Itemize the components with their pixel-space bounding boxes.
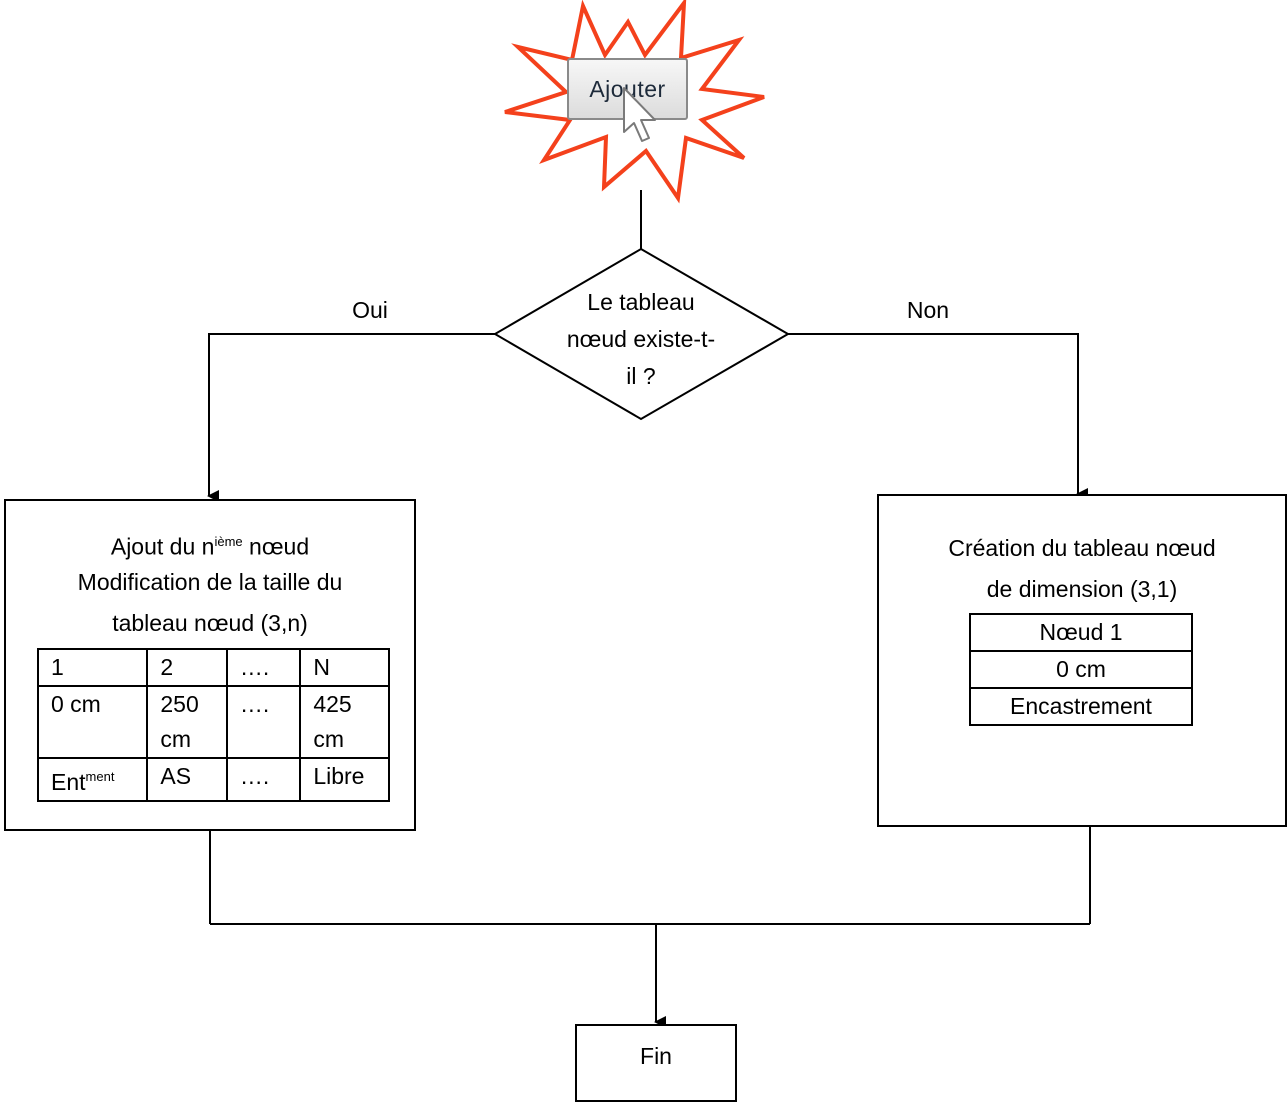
table-cell: 0 cm — [969, 650, 1193, 689]
table-cell: 0 cm — [36, 685, 149, 759]
decision-text: Le tableau nœud existe-t- il ? — [566, 284, 716, 395]
table-cell: AS — [146, 757, 228, 802]
table-cell: Libre — [299, 757, 390, 802]
add-node-title: Ajout du nième nœud — [10, 523, 410, 566]
table-cell: 2 — [146, 648, 228, 687]
mouse-cursor-icon — [623, 87, 656, 142]
table-row: 0 cm 250 cm …. 425 cm — [36, 685, 390, 759]
add-node-suffix: nœud — [242, 533, 310, 560]
cell-text: cm — [313, 726, 344, 752]
table-cell: Encastrement — [969, 687, 1193, 726]
table-cell: 250 cm — [146, 685, 228, 759]
create-table-line-2: de dimension (3,1) — [986, 576, 1178, 602]
table-cell: …. — [225, 757, 302, 802]
node-table-1: Nœud 1 0 cm Encastrement — [969, 613, 1193, 726]
table-cell: Nœud 1 — [969, 613, 1193, 652]
branch-yes-label: Oui — [352, 297, 388, 323]
table-row: Nœud 1 — [969, 613, 1193, 652]
connector-yes-branch — [207, 333, 495, 502]
decision-diamond — [493, 247, 790, 421]
end-label: Fin — [640, 1043, 672, 1069]
cell-text: 250 — [160, 691, 199, 717]
decision-line-3: il ? — [626, 363, 656, 389]
table-cell: …. — [225, 685, 302, 759]
node-table-n: 1 2 …. N 0 cm 250 cm …. 425 cm Entment AS … — [36, 648, 390, 802]
table-cell: 1 — [36, 648, 149, 687]
add-node-line-3: tableau nœud (3,n) — [112, 610, 308, 636]
table-row: 1 2 …. N — [36, 648, 390, 687]
add-node-line-2: Modification de la taille du — [77, 569, 343, 595]
decision-line-2: nœud existe-t- — [566, 326, 716, 352]
add-node-superscript: ième — [214, 534, 243, 549]
table-row: 0 cm — [969, 650, 1193, 689]
table-row: Encastrement — [969, 687, 1193, 726]
cell-text: Ent — [51, 769, 86, 795]
connector-no-branch — [788, 333, 1088, 500]
branch-no-label: Non — [906, 297, 950, 323]
cell-superscript: ment — [85, 769, 115, 784]
decision-line-1: Le tableau — [587, 289, 695, 315]
table-cell: N — [299, 648, 390, 687]
table-cell: Entment — [36, 757, 149, 802]
cell-text: …. — [239, 691, 270, 717]
cell-text: 0 cm — [51, 691, 101, 717]
table-row: Entment AS …. Libre — [36, 757, 390, 802]
table-cell: …. — [225, 648, 302, 687]
cell-text: cm — [160, 726, 192, 752]
table-cell: 425 cm — [299, 685, 390, 759]
add-node-prefix: Ajout du n — [110, 533, 215, 560]
cell-text: 425 — [313, 691, 352, 717]
end-box — [575, 1024, 737, 1102]
create-table-line-1: Création du tableau nœud — [948, 535, 1216, 561]
